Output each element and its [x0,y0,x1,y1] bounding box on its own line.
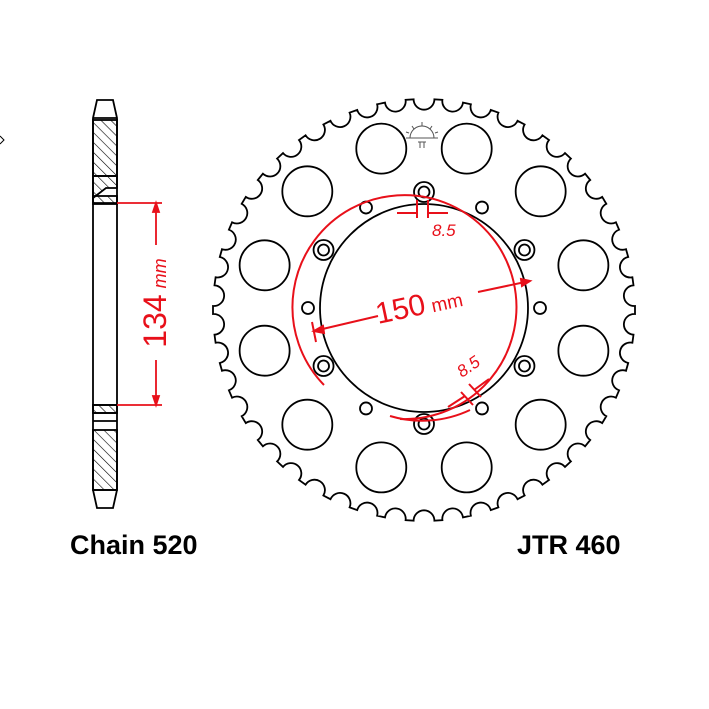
lightening-hole [355,441,408,494]
center-bore [319,203,529,413]
small-hole [475,200,489,215]
bolt-hole [317,243,330,257]
manufacturer-logo [405,122,439,148]
lightening-hole [514,165,567,218]
part-number: JTR 460 [517,530,621,560]
lightening-hole [514,398,567,451]
pcd-arc [291,194,518,421]
lightening-hole [238,239,291,292]
small-hole [475,401,489,416]
hatched-section-bottom [92,429,118,491]
bolt-hole [317,359,330,373]
chain-label: Chain 520 [70,530,198,560]
edge-mark [0,135,5,145]
side-dimension-label: 134mm [137,258,173,347]
lightening-hole [238,324,291,377]
small-hole [301,301,315,315]
hatched-section-top [92,119,118,177]
side-view [92,99,118,509]
lightening-hole [557,239,610,292]
lightening-hole [557,324,610,377]
front-dimensions [291,194,533,422]
side-dimension [117,200,162,408]
lightening-hole [440,122,493,175]
lightening-hole [440,441,493,494]
hole-dimension-top: 8.5 [432,221,456,240]
small-hole [533,301,547,315]
lightening-hole [281,165,334,218]
front-view [212,98,636,522]
bolt-hole [518,243,531,257]
bolt-hole [518,359,531,373]
small-hole [359,401,373,416]
lightening-hole [281,398,334,451]
lightening-hole [355,122,408,175]
